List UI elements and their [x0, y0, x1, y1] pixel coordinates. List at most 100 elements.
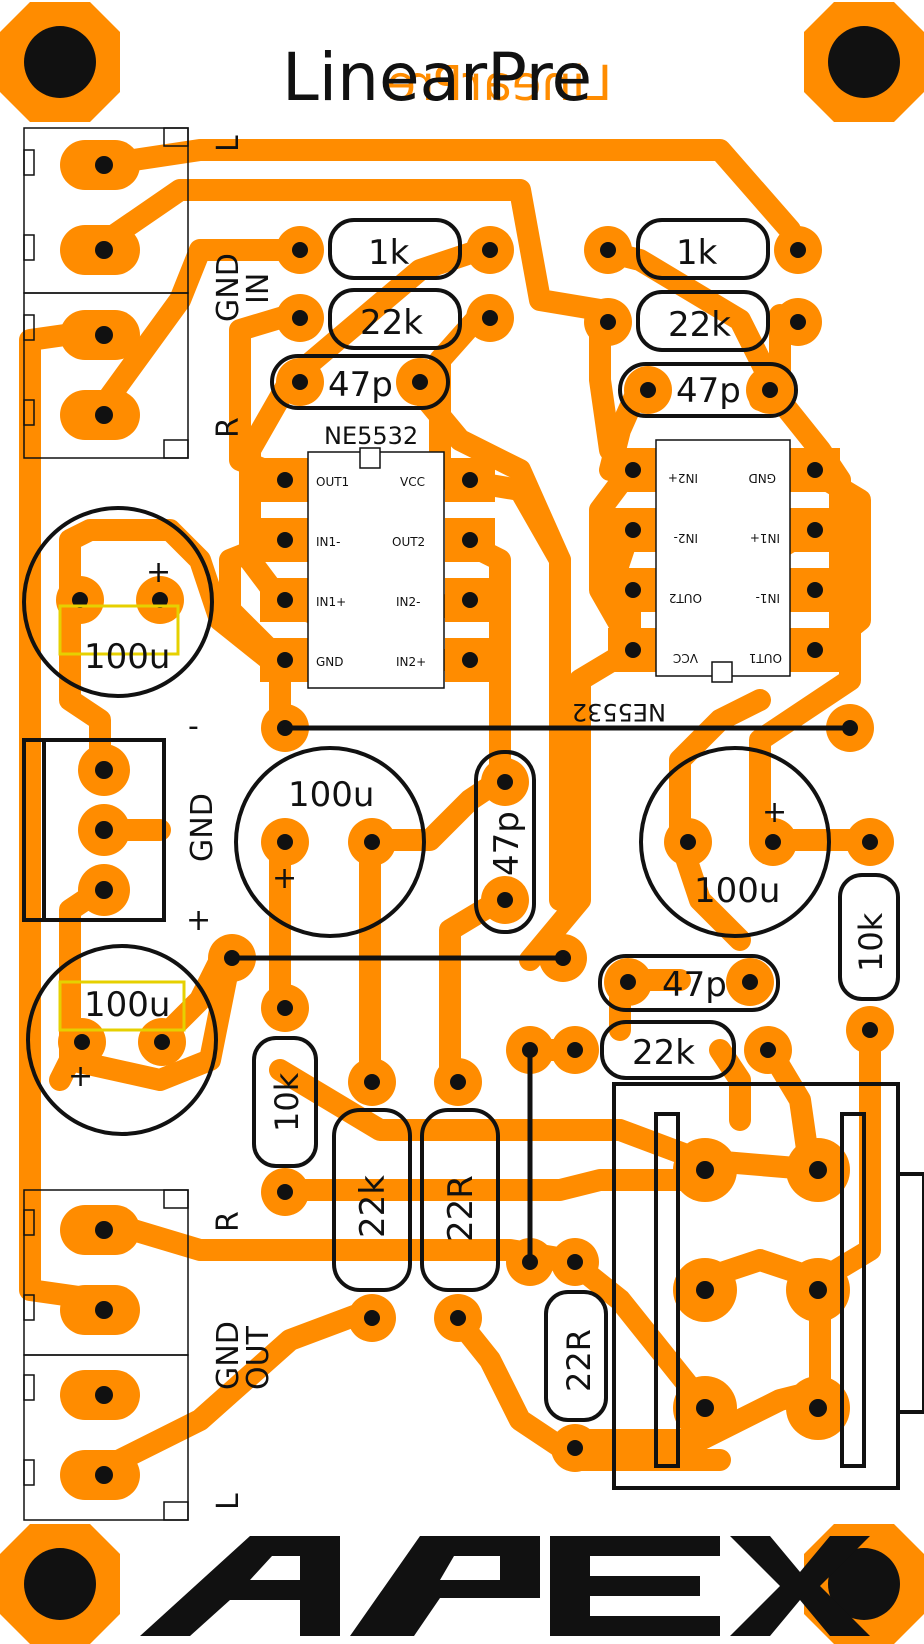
label-out-r: R	[211, 1211, 246, 1232]
pad-out-gnd-r	[60, 1285, 140, 1335]
pad-100u-r-b	[749, 818, 797, 866]
input-connector	[23, 127, 189, 459]
label-47p-lower: 47p	[662, 965, 727, 1005]
connector-pads	[60, 140, 140, 1500]
pad-pot-6	[786, 1376, 850, 1440]
pad-22k-left-a	[276, 294, 324, 342]
output-connector	[23, 1189, 189, 1521]
mounting-hole-top-right	[804, 2, 924, 122]
ic-right-pin-3: IN1-	[756, 591, 780, 605]
pad-ic-left-2	[260, 518, 310, 562]
pad-out-gnd-l	[60, 1370, 140, 1420]
component-pads	[56, 226, 894, 1472]
board-title: LinearPre	[282, 39, 592, 116]
pad-ic-right-2	[790, 508, 840, 552]
pad-1k-right-b	[774, 226, 822, 274]
ic-right-pin-5: VCC	[673, 651, 698, 665]
pad-100u-tl-b	[136, 576, 184, 624]
ic-right-pin-2: IN1+	[750, 531, 780, 545]
pad-47p-right-a	[624, 366, 672, 414]
pad-in-r	[60, 390, 140, 440]
pad-22k-lower-b	[744, 1026, 792, 1074]
pad-22k-right-a	[584, 298, 632, 346]
label-pwr-gnd: GND	[185, 793, 220, 862]
label-22k-left: 22k	[360, 303, 423, 343]
ic-left-pin-2: IN1-	[316, 535, 340, 549]
pad-ic-left-3	[260, 578, 310, 622]
ic-left: NE5532 OUT1 IN1- IN1+ GND VCC OUT2 IN2- …	[316, 422, 426, 669]
pad-22k-right-b	[774, 298, 822, 346]
pad-out-l	[60, 1450, 140, 1500]
label-47p-right: 47p	[676, 371, 741, 411]
ic-left-name: NE5532	[324, 422, 418, 450]
label-100u-bl: 100u	[84, 985, 170, 1025]
pad-10k-right-bottom	[846, 1006, 894, 1054]
ic-left-pin-1: OUT1	[316, 475, 349, 489]
ic-right-pin-8: IN2+	[668, 471, 698, 485]
label-1k-right: 1k	[676, 233, 718, 273]
mounting-hole-bottom-left	[0, 1524, 120, 1644]
pad-ic-right-5	[608, 628, 658, 672]
pad-10k-right-top	[846, 818, 894, 866]
label-out: OUT	[241, 1325, 276, 1390]
pad-ic-left-4	[260, 638, 310, 682]
label-100u-tl: 100u	[84, 637, 170, 677]
pad-100u-tl-a	[56, 576, 104, 624]
label-1k-left: 1k	[368, 233, 410, 273]
pad-47p-lower-a	[604, 958, 652, 1006]
pad-47p-left-a	[276, 358, 324, 406]
pad-ic-left-6	[445, 578, 495, 622]
label-100u-right-plus: +	[762, 795, 787, 830]
apex-logo	[140, 1536, 870, 1636]
label-in-gnd: GND	[211, 253, 246, 322]
pad-22k-v-top	[348, 1058, 396, 1106]
pad-in-gnd-r	[60, 310, 140, 360]
label-10k-right: 10k	[852, 912, 890, 972]
pad-pot-1	[673, 1138, 737, 1202]
pad-22k-lower-a	[551, 1026, 599, 1074]
pad-pwr-gnd	[78, 804, 130, 856]
pad-ic-left-5	[445, 638, 495, 682]
ic-left-pin-5: IN2+	[396, 655, 426, 669]
pad-pot-4	[786, 1138, 850, 1202]
jumpers	[229, 725, 853, 1265]
ic-right-pin-1: GND	[748, 471, 776, 485]
ic-left-pin-8: VCC	[400, 475, 425, 489]
pad-22R-v-bottom	[434, 1294, 482, 1342]
silkscreen	[22, 218, 924, 1490]
label-in-l: L	[211, 135, 246, 152]
pad-in-gnd-l	[60, 225, 140, 275]
label-100u-tl-plus: +	[146, 555, 171, 590]
pad-22k-v-bottom	[348, 1294, 396, 1342]
pad-ic-right-8	[608, 448, 658, 492]
label-22k-right: 22k	[668, 305, 731, 345]
ic-right-pin-4: OUT1	[749, 651, 782, 665]
label-out-l: L	[211, 1493, 246, 1510]
connector-labels: L GND IN R - GND + R GND OUT L	[185, 135, 276, 1510]
ic-right-name: NE5532	[572, 698, 666, 726]
pad-22R-lower-bottom	[551, 1424, 599, 1472]
pad-1k-right-a	[584, 226, 632, 274]
pad-22R-v-top	[434, 1058, 482, 1106]
pad-pwr-plus	[78, 864, 130, 916]
title-mirrored: LinearPre	[387, 56, 613, 112]
label-10k-left: 10k	[268, 1072, 306, 1132]
pad-100u-c-a	[261, 818, 309, 866]
pad-pot-2	[673, 1258, 737, 1322]
pad-ic-right-3	[790, 568, 840, 612]
pad-10k-left-top	[261, 984, 309, 1032]
label-in-r: R	[211, 417, 246, 438]
pad-1k-left-a	[276, 226, 324, 274]
ic-right: NE5532 IN2+ IN2- OUT2 VCC GND IN1+ IN1- …	[572, 471, 782, 726]
pad-ic-left-1	[260, 458, 310, 502]
pad-ic-right-1	[790, 448, 840, 492]
pad-100u-bl-b	[138, 1018, 186, 1066]
ic-left-pin-7: OUT2	[392, 535, 425, 549]
pad-ic-right-7	[608, 508, 658, 552]
label-pwr-minus: -	[188, 709, 199, 744]
pad-pwr-minus	[78, 744, 130, 796]
component-labels: 1k 22k 47p 1k 22k 47p 100u + 100u + 100u…	[68, 233, 890, 1392]
label-22k-lower: 22k	[632, 1033, 695, 1073]
label-100u-center-plus: +	[272, 861, 297, 896]
